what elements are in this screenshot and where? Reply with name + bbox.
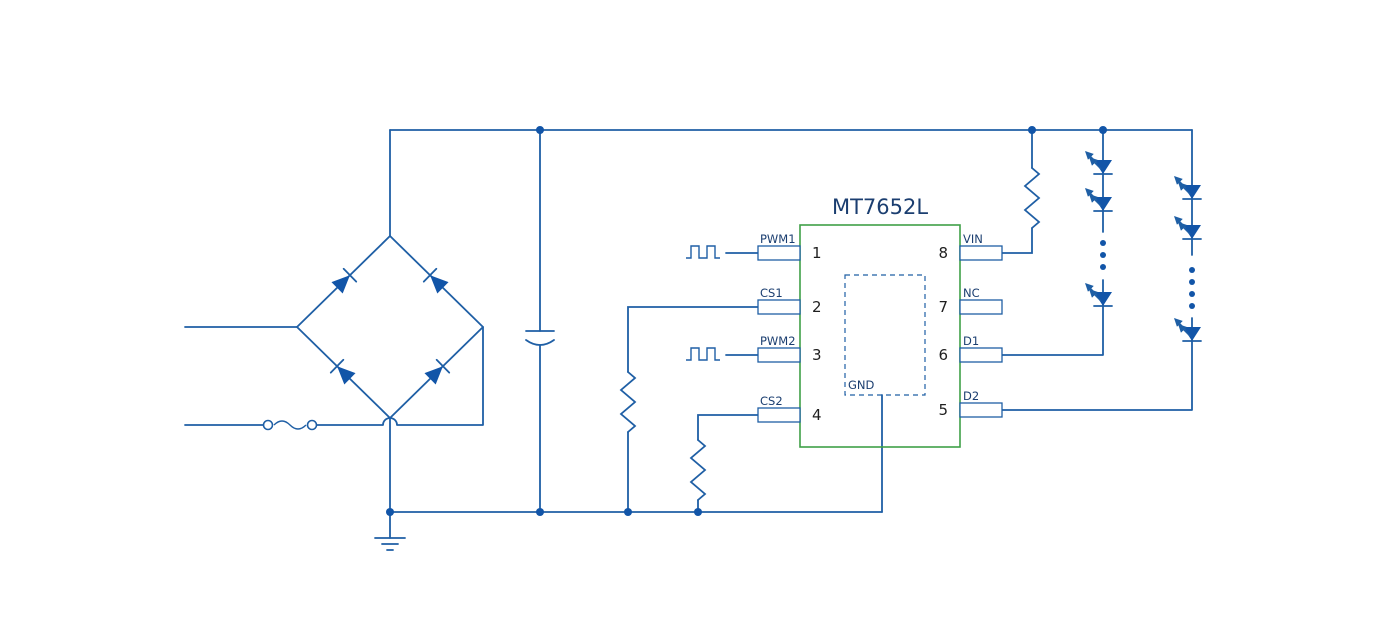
pin-box bbox=[959, 245, 1003, 261]
ic-title: MT7652L bbox=[832, 195, 928, 219]
junction-dot bbox=[624, 508, 632, 516]
pin-label-cs2: CS2 bbox=[760, 394, 783, 408]
wires bbox=[184, 129, 1193, 513]
wire-led-string-1 bbox=[1001, 129, 1104, 356]
ellipsis-dot bbox=[1100, 264, 1106, 270]
pin-box bbox=[757, 245, 801, 261]
led-icon bbox=[1175, 217, 1201, 239]
pin-box bbox=[757, 347, 801, 363]
fuse bbox=[262, 419, 318, 431]
junction-dot bbox=[694, 508, 702, 516]
led-icon bbox=[1086, 152, 1112, 174]
capacitor bbox=[525, 330, 555, 346]
ic-pin-7: NC 7 bbox=[938, 286, 1003, 316]
ic-pin-1: PWM1 1 bbox=[757, 232, 822, 262]
pin-number-3: 3 bbox=[812, 346, 822, 364]
ellipsis-dot bbox=[1189, 303, 1195, 309]
ic-pin-5: D2 5 bbox=[938, 389, 1003, 419]
pin-number-5: 5 bbox=[938, 401, 948, 419]
pin-label-cs1: CS1 bbox=[760, 286, 783, 300]
fuse-terminal bbox=[306, 419, 318, 431]
bridge-frame bbox=[296, 234, 484, 420]
wire-cs1 bbox=[627, 306, 759, 513]
ic-pin-3: PWM2 3 bbox=[757, 334, 822, 364]
pin-box bbox=[959, 347, 1003, 363]
ellipsis-dot bbox=[1100, 240, 1106, 246]
pin-box bbox=[959, 299, 1003, 315]
pin-label-vin: VIN bbox=[963, 232, 983, 246]
pin-number-7: 7 bbox=[938, 298, 948, 316]
wire-led-string-2 bbox=[1001, 129, 1193, 411]
junction-dot bbox=[1028, 126, 1036, 134]
ellipsis-dot bbox=[1189, 279, 1195, 285]
ellipsis-dot bbox=[1100, 252, 1106, 258]
junction-dot bbox=[536, 126, 544, 134]
ic-pin-2: CS1 2 bbox=[757, 286, 822, 316]
pin-label-nc: NC bbox=[963, 286, 980, 300]
ground-symbol bbox=[374, 511, 406, 551]
resistor-vin bbox=[1023, 167, 1041, 229]
ellipsis-dot bbox=[1189, 291, 1195, 297]
ic-body bbox=[799, 224, 961, 448]
pin-label-d2: D2 bbox=[963, 389, 979, 403]
pwm2-waveform-icon bbox=[686, 347, 720, 361]
pin-box bbox=[959, 402, 1003, 418]
ic-mt7652l: MT7652L GND PWM1 1 CS1 2 PWM2 3 CS2 4 VI bbox=[757, 195, 1003, 448]
fuse-element bbox=[273, 420, 307, 430]
ic-gnd-dashed-box bbox=[844, 274, 926, 396]
resistor-cs2 bbox=[689, 439, 707, 501]
pin-number-8: 8 bbox=[938, 244, 948, 262]
led-string-2 bbox=[1175, 177, 1201, 341]
led-icon bbox=[1175, 319, 1201, 341]
junction-dot bbox=[536, 508, 544, 516]
pin-label-pwm1: PWM1 bbox=[760, 232, 796, 246]
pin-number-1: 1 bbox=[812, 244, 822, 262]
pwm1-waveform-icon bbox=[686, 245, 720, 259]
ic-pin-4: CS2 4 bbox=[757, 394, 822, 424]
pin-number-6: 6 bbox=[938, 346, 948, 364]
led-icon bbox=[1086, 189, 1112, 211]
fuse-terminal bbox=[262, 419, 274, 431]
pin-number-2: 2 bbox=[812, 298, 822, 316]
junction-dot bbox=[386, 508, 394, 516]
pin-box bbox=[757, 299, 801, 315]
pin-label-pwm2: PWM2 bbox=[760, 334, 796, 348]
pin-box bbox=[757, 407, 801, 423]
ic-gnd-label: GND bbox=[848, 378, 875, 392]
pin-label-d1: D1 bbox=[963, 334, 979, 348]
pin-number-4: 4 bbox=[812, 406, 822, 424]
wire-vin bbox=[1001, 129, 1033, 254]
resistor-cs1 bbox=[619, 371, 637, 433]
bridge-rectifier bbox=[296, 234, 484, 420]
capacitor-plate-bottom bbox=[525, 339, 555, 346]
junction-dots bbox=[386, 126, 1107, 516]
led-icon bbox=[1086, 284, 1112, 306]
ic-pin-8: VIN 8 bbox=[938, 232, 1003, 262]
junction-dot bbox=[1099, 126, 1107, 134]
ellipsis-dot bbox=[1189, 267, 1195, 273]
wire-cs2 bbox=[697, 414, 759, 513]
ic-pin-6: D1 6 bbox=[938, 334, 1003, 364]
led-string-1 bbox=[1086, 152, 1112, 306]
led-icon bbox=[1175, 177, 1201, 199]
